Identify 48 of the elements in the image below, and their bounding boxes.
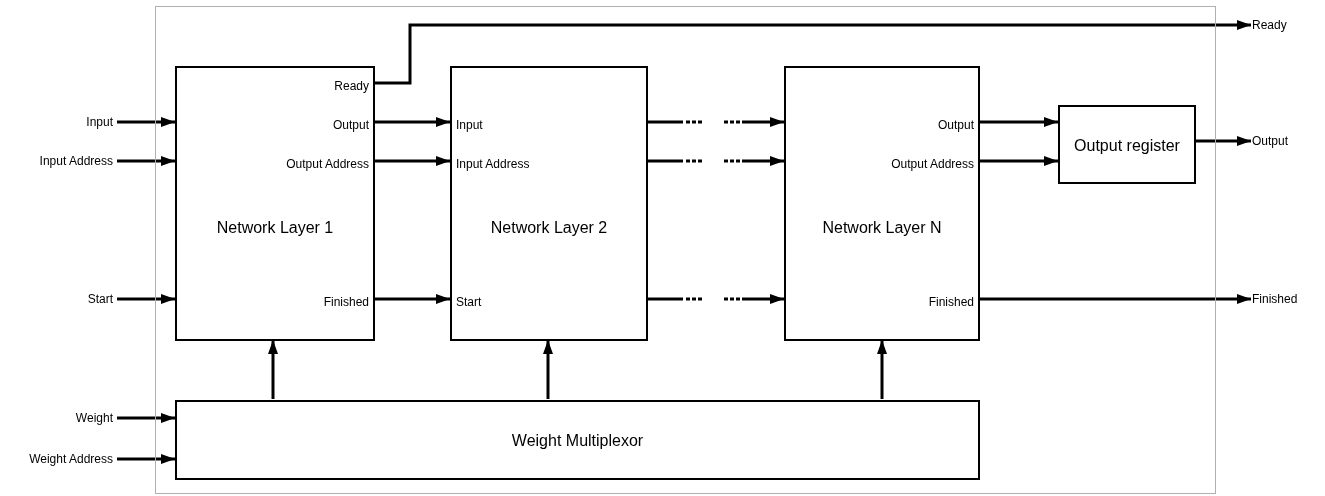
arrow [980, 294, 1251, 304]
block-title: Network Layer N [821, 219, 943, 237]
arrow [648, 156, 784, 166]
port-label: Start [456, 295, 482, 309]
block-title: Output register [1073, 137, 1181, 155]
signal-label: Output [1252, 134, 1312, 148]
port-label: Input Address [456, 157, 530, 171]
block-box [450, 66, 648, 341]
block-title: Network Layer 1 [215, 219, 335, 237]
block-box [784, 66, 980, 341]
block-box [1058, 105, 1196, 184]
arrow [117, 156, 175, 166]
arrow [375, 294, 450, 304]
block-title: Network Layer 2 [489, 219, 609, 237]
arrow [375, 156, 450, 166]
arrow [877, 340, 887, 399]
arrow [375, 117, 450, 127]
arrow [543, 340, 553, 399]
port-label: Output Address [286, 157, 369, 171]
arrow [980, 117, 1058, 127]
signal-label: Start [40, 292, 113, 306]
arrow [117, 454, 175, 464]
block-box [175, 66, 375, 341]
arrow [117, 413, 175, 423]
arrow [980, 156, 1058, 166]
signal-label: Ready [1252, 18, 1312, 32]
arrow [117, 294, 175, 304]
port-label: Output [332, 118, 369, 132]
signal-label: Weight Address [0, 452, 113, 466]
block-box [175, 400, 980, 480]
arrow [117, 117, 175, 127]
arrow [268, 340, 278, 399]
arrow [1196, 136, 1251, 146]
signal-label: Input Address [10, 154, 113, 168]
signal-label: Finished [1252, 292, 1322, 306]
port-label: Finished [928, 295, 974, 309]
block-title: Weight Multiplexor [510, 432, 645, 450]
port-label: Ready [334, 79, 369, 93]
port-label: Finished [323, 295, 369, 309]
arrow [648, 294, 784, 304]
port-label: Output [937, 118, 974, 132]
port-label: Input [456, 118, 483, 132]
arrow [375, 20, 1251, 85]
system-boundary [155, 6, 1216, 494]
port-label: Output Address [891, 157, 974, 171]
arrow [648, 117, 784, 127]
signal-label: Input [40, 115, 113, 129]
signal-label: Weight [40, 411, 113, 425]
